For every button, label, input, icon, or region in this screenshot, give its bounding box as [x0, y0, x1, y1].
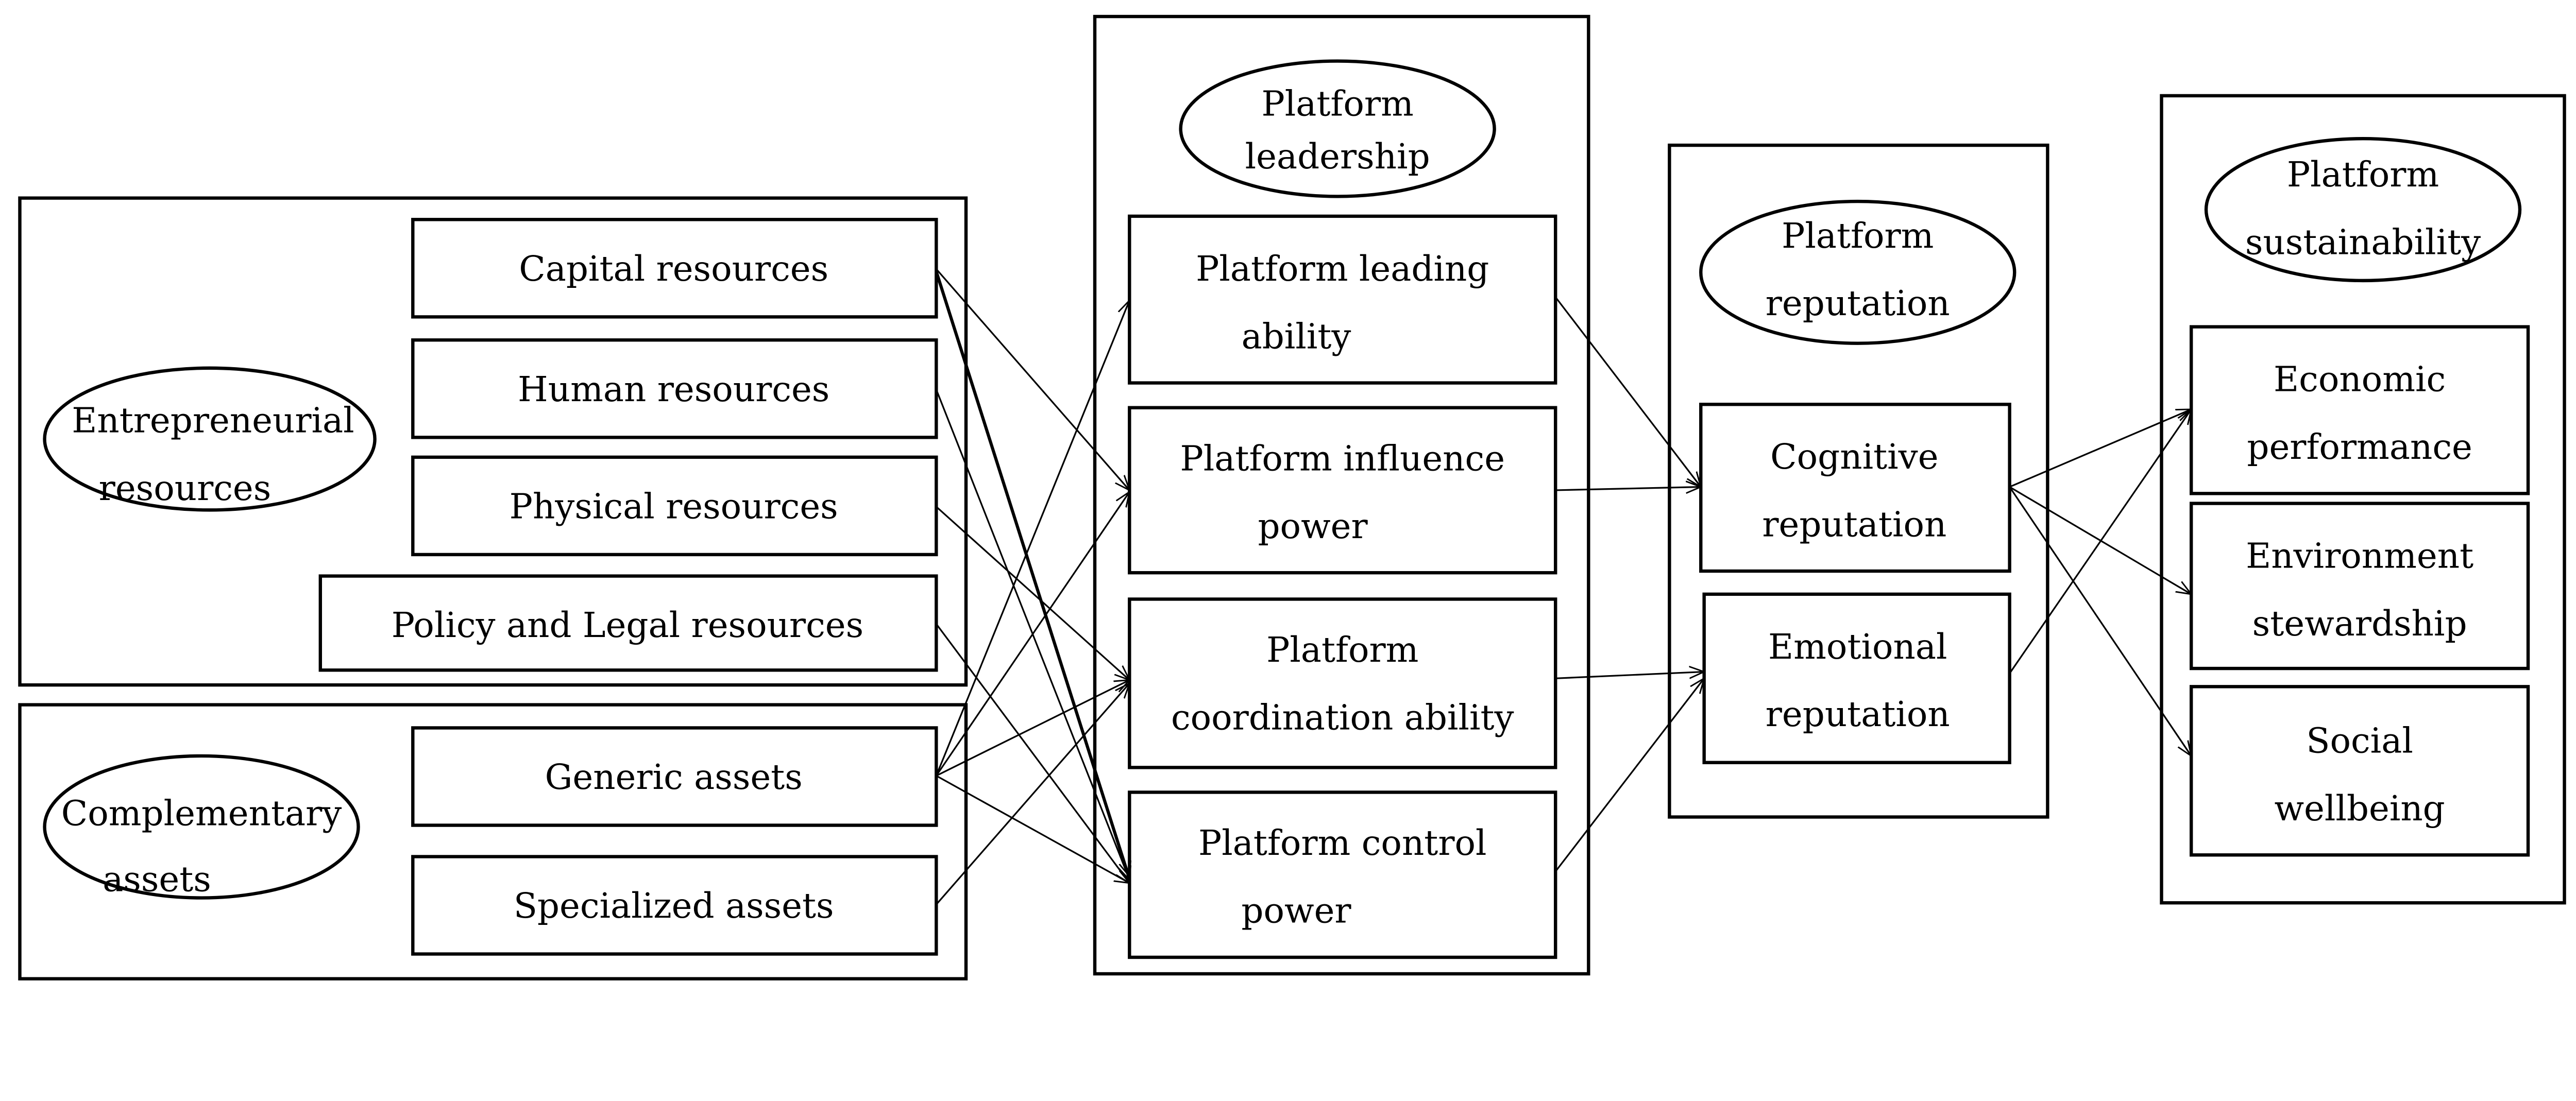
capital-resources-box	[411, 218, 938, 319]
economic-line-2: performance	[2247, 427, 2472, 467]
platform-reputation-ellipse	[1699, 199, 2016, 345]
platform-control-power-box	[1128, 790, 1557, 959]
entrepreneurial-resources-group	[18, 196, 968, 687]
leadership-label-2: leadership	[1245, 136, 1430, 177]
cognitive-line-1: Cognitive	[1770, 437, 1938, 477]
diagram-frame: Entrepreneurial resources Capital resour…	[18, 14, 2566, 980]
complementary-assets-group	[18, 703, 968, 980]
physical-resources-label: Physical resources	[510, 486, 838, 526]
cognitive-reputation-box	[1699, 403, 2011, 573]
coordination-line-1: Platform	[1266, 630, 1418, 670]
entrepreneurial-label-2: resources	[99, 468, 272, 508]
coordination-line-2: coordination ability	[1171, 698, 1514, 738]
specialized-assets-box	[411, 855, 938, 956]
arrow-emotional-to-economic	[2009, 409, 2192, 674]
complementary-label-2: assets	[103, 859, 211, 900]
arrow-generic-to-influence	[935, 492, 1129, 777]
emotional-line-2: reputation	[1766, 694, 1950, 734]
arrow-capital-to-control	[935, 268, 1129, 876]
physical-resources-box	[411, 455, 938, 557]
cognitive-line-2: reputation	[1762, 505, 1946, 545]
social-line-1: Social	[2306, 721, 2413, 761]
complementary-label-1: Complementary	[61, 794, 342, 834]
economic-performance-box	[2189, 325, 2530, 495]
generic-assets-label: Generic assets	[545, 757, 803, 797]
environment-stewardship-box	[2189, 502, 2530, 670]
platform-leading-ability-box	[1128, 214, 1557, 385]
sustainability-label-2: sustainability	[2245, 222, 2481, 263]
platform-coordination-ability-box	[1128, 597, 1557, 769]
sustainability-label-1: Platform	[2287, 154, 2439, 195]
arrow-leading-to-cognitive	[1554, 296, 1701, 487]
diagram: Entrepreneurial resources Capital resour…	[18, 14, 2566, 980]
arrow-capital-to-influence	[936, 268, 1129, 490]
social-wellbeing-box	[2189, 685, 2530, 857]
social-line-2: wellbeing	[2274, 788, 2445, 829]
leading-ability-line-2: ability	[1242, 316, 1351, 356]
entrepreneurial-resources-ellipse	[43, 366, 377, 512]
influence-power-line-1: Platform influence	[1180, 438, 1505, 478]
complementary-assets-ellipse	[43, 754, 360, 900]
reputation-label-1: Platform	[1782, 216, 1934, 256]
specialized-assets-label: Specialized assets	[514, 886, 834, 926]
capital-resources-label: Capital resources	[519, 249, 828, 289]
human-resources-box	[411, 338, 938, 439]
arrow-control-to-emotional	[1554, 678, 1704, 872]
entrepreneurial-label-1: Entrepreneurial	[72, 401, 354, 441]
arrow-influence-to-cognitive	[1555, 487, 1701, 490]
reputation-label-2: reputation	[1766, 283, 1950, 323]
human-resources-label: Human resources	[518, 369, 829, 409]
economic-line-1: Economic	[2274, 359, 2446, 400]
policy-legal-resources-label: Policy and Legal resources	[392, 605, 863, 645]
environment-line-1: Environment	[2246, 536, 2473, 576]
generic-assets-box	[411, 726, 938, 827]
arrow-generic-to-leading	[935, 300, 1130, 777]
leadership-label-1: Platform	[1261, 83, 1413, 124]
arrow-generic-to-control	[936, 775, 1129, 883]
platform-sustainability-group	[2160, 94, 2566, 905]
environment-line-2: stewardship	[2252, 604, 2467, 644]
platform-reputation-group	[1668, 143, 2049, 819]
arrow-coordination-to-emotional	[1555, 672, 1704, 679]
arrow-cognitive-to-social	[2009, 486, 2192, 756]
platform-leadership-ellipse	[1179, 59, 1496, 198]
arrow-generic-to-coordination	[936, 680, 1129, 777]
arrows	[935, 268, 2192, 905]
arrow-physical-to-coordination	[936, 506, 1129, 680]
platform-influence-power-box	[1128, 406, 1557, 575]
control-power-line-2: power	[1241, 891, 1351, 931]
arrow-capital-to-control-2	[935, 273, 1129, 881]
leading-ability-line-1: Platform leading	[1196, 249, 1489, 289]
arrow-cognitive-to-economic	[2009, 409, 2192, 488]
emotional-reputation-box	[1702, 592, 2011, 764]
arrow-specialized-to-coordination	[936, 683, 1129, 905]
influence-power-line-2: power	[1258, 506, 1368, 546]
policy-legal-resources-box	[318, 574, 938, 672]
arrow-policy-to-control	[936, 623, 1129, 883]
control-power-line-1: Platform control	[1198, 823, 1487, 863]
emotional-line-1: Emotional	[1768, 627, 1947, 667]
platform-sustainability-ellipse	[2204, 137, 2522, 283]
platform-leadership-group	[1093, 14, 1590, 976]
